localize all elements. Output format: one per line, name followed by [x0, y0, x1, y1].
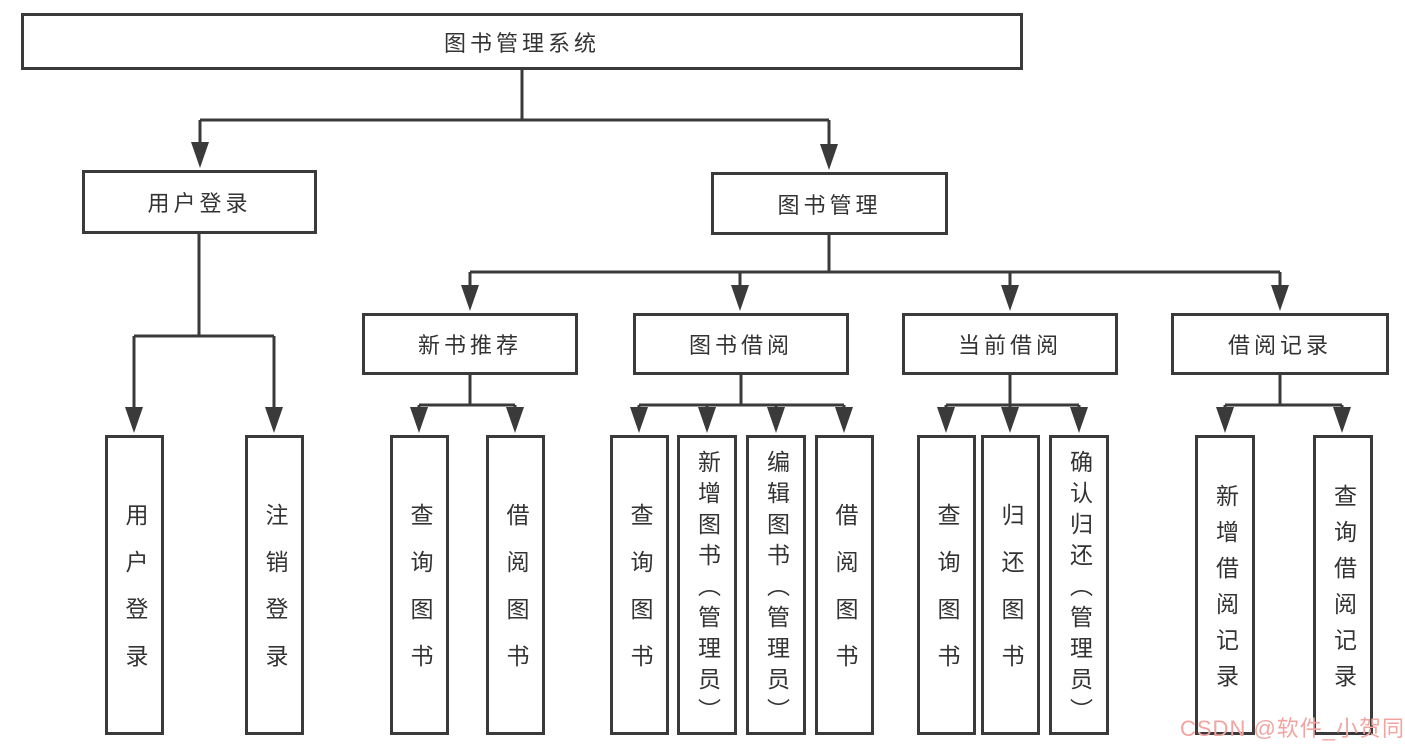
leaf-cb-confirm-return-admin: 确认归还（管理员） [1049, 435, 1109, 735]
leaf-cb-query-books: 查询图书 [917, 435, 976, 735]
leaf-nb-query-books: 查询图书 [390, 435, 449, 735]
arrowhead [731, 285, 749, 311]
leaf-br-add-record: 新增借阅记录 [1195, 435, 1255, 735]
arrowhead [461, 285, 479, 311]
arrowhead [1070, 407, 1088, 433]
arrowhead [1001, 407, 1019, 433]
arrowhead [835, 407, 853, 433]
node-book-borrow: 图书借阅 [633, 313, 849, 375]
arrowhead [265, 407, 283, 433]
arrowhead [410, 407, 428, 433]
arrowhead [1216, 407, 1234, 433]
leaf-user-login: 用户登录 [105, 435, 164, 735]
arrowhead [191, 142, 209, 168]
node-user-login: 用户登录 [82, 170, 317, 234]
arrowhead [630, 407, 648, 433]
leaf-logout: 注销登录 [245, 435, 304, 735]
leaf-nb-borrow-books: 借阅图书 [486, 435, 545, 735]
arrowhead [1271, 285, 1289, 311]
leaf-bb-query-books: 查询图书 [610, 435, 669, 735]
arrowhead [1001, 285, 1019, 311]
leaf-bb-edit-books-admin: 编辑图书（管理员） [746, 435, 806, 735]
arrowhead [767, 407, 785, 433]
node-borrow-records: 借阅记录 [1171, 313, 1389, 375]
arrowhead [937, 407, 955, 433]
arrowhead [820, 144, 838, 170]
leaf-bb-add-books-admin: 新增图书（管理员） [677, 435, 737, 735]
leaf-bb-borrow-books: 借阅图书 [815, 435, 874, 735]
leaf-cb-return-books: 归还图书 [981, 435, 1040, 735]
csdn-watermark: CSDN @软件_小贺同学 [1180, 716, 1405, 741]
leaf-br-query-record: 查询借阅记录 [1313, 435, 1373, 735]
arrowhead [125, 407, 143, 433]
node-current-borrow: 当前借阅 [902, 313, 1118, 375]
arrowhead [506, 407, 524, 433]
node-new-book-recommend: 新书推荐 [362, 313, 578, 375]
arrowhead [698, 407, 716, 433]
node-root-library-system: 图书管理系统 [21, 13, 1023, 70]
node-book-management: 图书管理 [711, 172, 948, 235]
arrowhead [1333, 407, 1351, 433]
